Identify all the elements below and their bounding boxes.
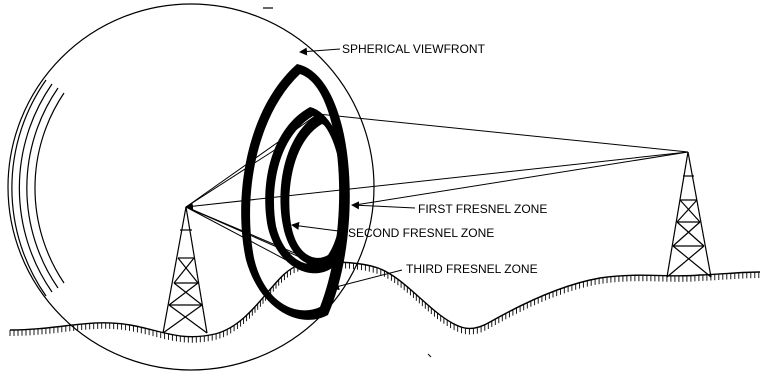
right-tower: [666, 151, 712, 278]
leader-first: [351, 201, 416, 210]
bottom-tick: [427, 353, 432, 358]
rays: [185, 113, 689, 269]
third-fresnel-zone: [241, 64, 350, 320]
ray-direct: [185, 151, 689, 211]
spherical-wavefront: [7, 3, 375, 371]
ray-to-first-top: [317, 113, 689, 153]
ray-left-to-ground: [185, 206, 291, 263]
label-second-fresnel-zone: SECOND FRESNEL ZONE: [348, 226, 494, 240]
label-third-fresnel-zone: THIRD FRESNEL ZONE: [406, 262, 538, 276]
leader-second: [291, 221, 347, 233]
label-first-fresnel-zone: FIRST FRESNEL ZONE: [418, 202, 547, 216]
first-fresnel-zone: [280, 114, 348, 266]
ray-left-to-first-top: [185, 113, 319, 208]
terrain-profile: [9, 261, 760, 338]
leader-spherical: [299, 47, 341, 56]
leader-third: [331, 269, 403, 291]
terrain-hatching: [9, 262, 760, 343]
ray-left-to-third: [185, 143, 285, 208]
ray-left-to-second-bottom: [185, 206, 331, 269]
label-spherical-viewfront: SPHERICAL VIEWFRONT: [342, 42, 486, 56]
inner-arcs: [11, 79, 65, 297]
ray-right-to-first: [354, 151, 689, 206]
left-tower: [162, 206, 208, 334]
